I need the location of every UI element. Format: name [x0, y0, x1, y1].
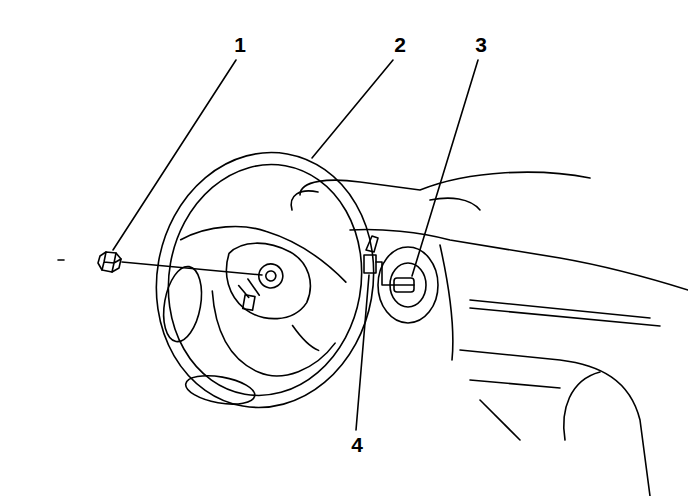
- connector-wire: [376, 262, 394, 285]
- dash-trim: [470, 380, 560, 388]
- callout-number: 3: [475, 34, 487, 55]
- column-shroud: [390, 263, 426, 307]
- connector-part: [366, 236, 378, 252]
- steering-shaft: [394, 278, 414, 292]
- dash-outline: [564, 372, 600, 440]
- dash-trim: [470, 300, 650, 318]
- axis-line: [122, 262, 262, 275]
- steering-wheel-nut: [102, 252, 121, 272]
- leader-line: [312, 60, 393, 158]
- steering-shaft: [394, 284, 414, 286]
- callout-number: 4: [351, 434, 363, 455]
- callout-number: 2: [394, 34, 406, 55]
- dash-trim: [470, 308, 660, 326]
- axis-line: [58, 259, 64, 261]
- dash-outline: [291, 191, 318, 210]
- callout-number: 1: [234, 34, 246, 55]
- leader-line: [113, 60, 236, 250]
- leader-line: [412, 60, 478, 276]
- dash-trim: [480, 400, 520, 440]
- dash-outline: [300, 172, 590, 195]
- steering-wheel: [136, 135, 393, 426]
- dash-outline: [460, 350, 650, 496]
- dash-outline: [440, 245, 453, 360]
- dash-outline: [430, 198, 480, 210]
- leader-line: [356, 275, 369, 430]
- dash-outline: [350, 229, 688, 290]
- connector-part: [364, 255, 376, 273]
- steering-wheel-nut: [98, 252, 121, 272]
